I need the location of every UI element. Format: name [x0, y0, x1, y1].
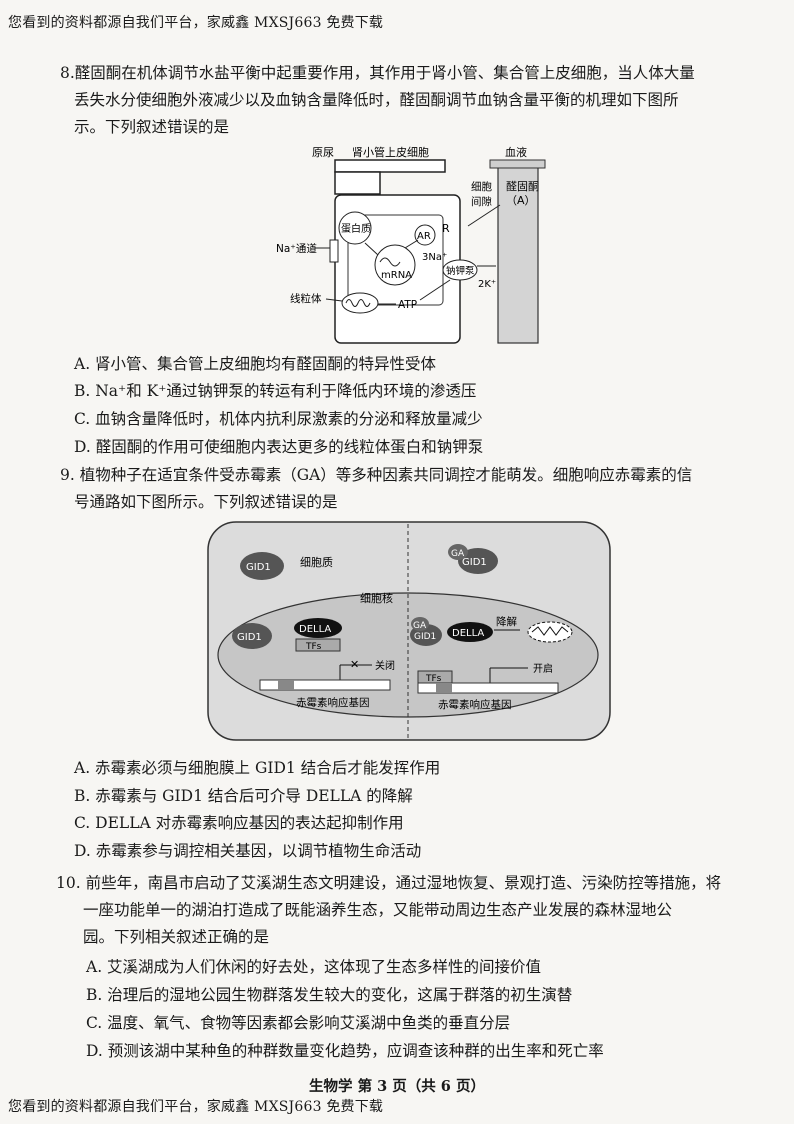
bottom-watermark: 您看到的资料都源自我们平台，家威鑫 MXSJ663 免费下载: [8, 1099, 384, 1115]
ar-to-mrna-arrow: [404, 239, 419, 249]
gid1-nucleus-left: [232, 623, 272, 649]
della-label-2: DELLA: [452, 628, 484, 639]
gid1-label-2: GID1: [462, 557, 487, 568]
degraded-fragments: [531, 626, 569, 636]
tight-junction: [334, 171, 381, 195]
q8-option-a[interactable]: A. 肾小管、集合管上皮细胞均有醛固酮的特异性受体: [74, 355, 437, 373]
q9-option-c[interactable]: C. DELLA 对赤霉素响应基因的表达起抑制作用: [74, 814, 404, 832]
degrade-label: 降解: [496, 615, 517, 628]
mito-pointer: [325, 298, 343, 302]
top-watermark: 您看到的资料都源自我们平台，家威鑫 MXSJ663 免费下载: [8, 15, 384, 31]
apical-membrane: [334, 159, 446, 173]
q10-option-b[interactable]: B. 治理后的湿地公园生物群落发生较大的变化，这属于群落的初生演替: [86, 986, 573, 1004]
hormone-arrow: [467, 204, 501, 227]
aldosterone-label: 醛固酮: [506, 179, 539, 193]
mrna-squiggle: [379, 257, 401, 267]
q9-line-2: 号通路如下图所示。下列叙述错误的是: [74, 493, 338, 511]
mrna-circle: [374, 244, 416, 286]
q10-line-1: 10. 前些年，南昌市启动了艾溪湖生态文明建设，通过湿地恢复、景观打造、污染防控…: [56, 874, 722, 892]
ga-cytoplasm: [448, 544, 468, 560]
mrna-label: mRNA: [381, 270, 412, 281]
q8-option-c[interactable]: C. 血钠含量降低时，机体内抗利尿激素的分泌和释放量减少: [74, 410, 483, 428]
pump-label: 钠钾泵: [446, 265, 475, 277]
ga-label-1: GA: [451, 549, 465, 559]
ga-label-2: GA: [413, 621, 427, 631]
gid1-label-3: GID1: [237, 632, 262, 643]
cross-mark: ✕: [350, 658, 359, 671]
interstitial-label-2: 间隙: [471, 195, 492, 208]
ar-complex: [414, 224, 436, 246]
question-9-stem: 9. 植物种子在适宜条件受赤霉素（GA）等多种因素共同调控才能萌发。细胞响应赤霉…: [60, 462, 692, 516]
q10-option-d[interactable]: D. 预测该湖中某种鱼的种群数量变化趋势，应调查该种群的出生率和死亡率: [86, 1042, 604, 1060]
ga-nucleus: [411, 617, 429, 631]
page-number: 生物学 第 3 页（共 6 页）: [309, 1078, 485, 1095]
aldosterone-figure: 原尿 肾小管上皮细胞 血液 细胞 间隙 醛固酮 （A） R AR 蛋白质 mRN…: [276, 145, 546, 344]
na-three-label: 3Na⁺: [422, 252, 447, 263]
closed-label: 关闭: [375, 659, 395, 672]
question-8-stem: 8.醛固酮在机体调节水盐平衡中起重要作用，其作用于肾小管、集合管上皮细胞，当人体…: [60, 60, 695, 141]
atp-label: ATP: [398, 299, 417, 311]
blood-label: 血液: [505, 145, 527, 159]
blood-vessel: [497, 164, 539, 344]
nucleus-label: 细胞核: [360, 591, 393, 605]
atp-to-pump-arrow: [419, 279, 451, 301]
vessel-top: [489, 159, 546, 169]
ar-label: AR: [417, 231, 431, 242]
k-two-label: 2K⁺: [478, 279, 496, 290]
na-channel: [329, 239, 339, 263]
na-channel-label: Na⁺通道: [276, 242, 317, 255]
gene-label-right: 赤霉素响应基因: [438, 698, 512, 711]
gid1-label-4: GID1: [414, 632, 436, 642]
nucleus-box: [347, 214, 444, 306]
na-k-pump: [442, 259, 478, 281]
q10-line-2: 一座功能单一的湖泊打造成了既能涵养生态，又能带动周边生态产业发展的森林湿地公: [83, 901, 673, 919]
gene-label-left: 赤霉素响应基因: [296, 696, 370, 709]
q10-option-c[interactable]: C. 温度、氧气、食物等因素都会影响艾溪湖中鱼类的垂直分层: [86, 1014, 511, 1032]
tfs-label-1: TFs: [305, 642, 322, 652]
gene-right: [417, 682, 559, 694]
q9-option-a[interactable]: A. 赤霉素必须与细胞膜上 GID1 结合后才能发挥作用: [74, 759, 441, 777]
urine-label: 原尿: [312, 146, 334, 159]
della-left: [294, 618, 342, 638]
degraded-della: [527, 621, 573, 643]
q8-line-1: 8.醛固酮在机体调节水盐平衡中起重要作用，其作用于肾小管、集合管上皮细胞，当人体…: [60, 64, 695, 82]
protein-circle: [338, 211, 372, 245]
gene-left-promoter: [278, 680, 294, 690]
gid1-label-1: GID1: [246, 562, 271, 573]
della-label-1: DELLA: [299, 624, 331, 635]
gene-right-promoter: [436, 683, 452, 693]
question-10-stem: 10. 前些年，南昌市启动了艾溪湖生态文明建设，通过湿地恢复、景观打造、污染防控…: [56, 870, 721, 951]
tfs-left: [295, 638, 341, 652]
epithelial-label: 肾小管上皮细胞: [352, 145, 429, 159]
q9-line-1: 9. 植物种子在适宜条件受赤霉素（GA）等多种因素共同调控才能萌发。细胞响应赤霉…: [60, 466, 693, 484]
protein-label: 蛋白质: [341, 222, 371, 235]
gid1-cytoplasm-left: [240, 552, 284, 580]
gibberellin-figure: GID1 细胞质 细胞核 GID1 GA GID1 DELLA TFs ✕ 关闭…: [207, 521, 611, 741]
gid1-cytoplasm-right: [458, 548, 498, 574]
receptor-label: R: [442, 222, 450, 235]
tfs-label-2: TFs: [425, 674, 442, 684]
q10-line-3: 园。下列相关叙述正确的是: [83, 928, 270, 946]
q9-option-d[interactable]: D. 赤霉素参与调控相关基因，以调节植物生命活动: [74, 842, 422, 860]
mito-label: 线粒体: [290, 292, 322, 305]
mito-cristae: [345, 299, 371, 307]
q8-option-b[interactable]: B. Na⁺和 K⁺通过钠钾泵的转运有利于降低内环境的渗透压: [74, 382, 477, 400]
mitochondrion: [341, 292, 379, 314]
q8-line-2: 丢失水分使细胞外液减少以及血钠含量降低时，醛固酮调节血钠含量平衡的机理如下图所: [74, 91, 679, 109]
della-right: [447, 622, 493, 642]
q8-option-d[interactable]: D. 醛固酮的作用可使细胞内表达更多的线粒体蛋白和钠钾泵: [74, 438, 484, 456]
gene-left: [259, 679, 391, 691]
q10-option-a[interactable]: A. 艾溪湖成为人们休闲的好去处，这体现了生态多样性的间接价值: [86, 958, 542, 976]
aldosterone-code: （A）: [506, 194, 536, 207]
mrna-to-protein-arrow: [364, 242, 379, 256]
q9-option-b[interactable]: B. 赤霉素与 GID1 结合后可介导 DELLA 的降解: [74, 787, 413, 805]
interstitial-label-1: 细胞: [471, 180, 492, 193]
q8-line-3: 示。下列叙述错误的是: [74, 118, 230, 136]
cytoplasm-label: 细胞质: [300, 556, 333, 569]
open-label: 开启: [533, 662, 553, 675]
